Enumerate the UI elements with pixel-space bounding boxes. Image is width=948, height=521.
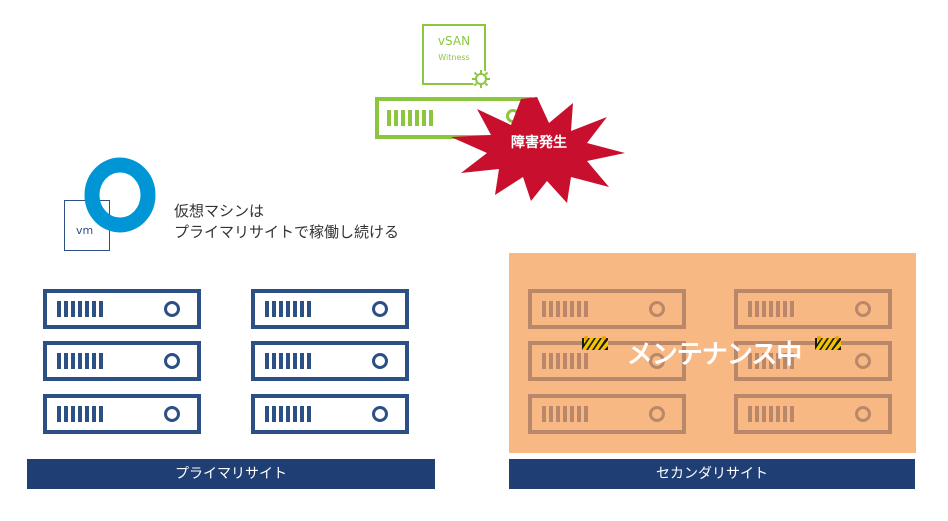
secondary-site-label: セカンダリサイト <box>509 459 915 489</box>
secondary-server <box>734 341 892 381</box>
failure-label: 障害発生 <box>511 135 567 151</box>
server-led-icon <box>649 406 665 422</box>
server-bars <box>265 353 311 369</box>
maintenance-label: メンテナンス中 <box>626 340 802 370</box>
primary-server <box>43 394 201 434</box>
server-led-icon <box>855 353 871 369</box>
server-led-icon <box>372 406 388 422</box>
secondary-server <box>734 289 892 329</box>
burst-icon <box>451 97 625 203</box>
server-bars <box>748 406 794 422</box>
witness-appliance-box <box>422 24 486 85</box>
server-led-icon <box>649 301 665 317</box>
server-led-icon <box>855 406 871 422</box>
maintenance-area <box>509 253 916 453</box>
server-bars <box>265 301 311 317</box>
vm-caption-line2: プライマリサイトで稼働し続ける <box>174 223 400 241</box>
primary-server <box>251 341 409 381</box>
server-bars <box>57 406 103 422</box>
primary-site-label: プライマリサイト <box>27 459 435 489</box>
server-bars <box>57 301 103 317</box>
server-led-icon <box>649 353 665 369</box>
barrier-icon <box>582 336 608 350</box>
server-led-icon <box>372 301 388 317</box>
server-bars <box>748 353 794 369</box>
witness-title: vSAN <box>437 34 471 48</box>
primary-server <box>43 341 201 381</box>
server-bars <box>542 301 588 317</box>
barrier-icon <box>815 336 841 350</box>
vm-label: vm <box>76 224 94 237</box>
server-bars <box>265 406 311 422</box>
vm-caption-line1: 仮想マシンは <box>174 202 265 220</box>
server-bars <box>57 353 103 369</box>
gear-icon <box>472 70 490 88</box>
server-led-icon <box>164 406 180 422</box>
server-led-icon <box>164 301 180 317</box>
server-led-icon <box>372 353 388 369</box>
secondary-server <box>528 394 686 434</box>
secondary-server <box>528 289 686 329</box>
primary-server <box>251 289 409 329</box>
ring-icon <box>84 157 156 233</box>
server-led-icon <box>164 353 180 369</box>
primary-server <box>43 289 201 329</box>
server-led-icon <box>855 301 871 317</box>
secondary-server <box>734 394 892 434</box>
primary-server <box>251 394 409 434</box>
server-bars <box>748 301 794 317</box>
server-bars <box>542 406 588 422</box>
witness-subtitle: Witness <box>438 53 470 62</box>
server-bars <box>387 110 433 126</box>
server-bars <box>542 353 588 369</box>
